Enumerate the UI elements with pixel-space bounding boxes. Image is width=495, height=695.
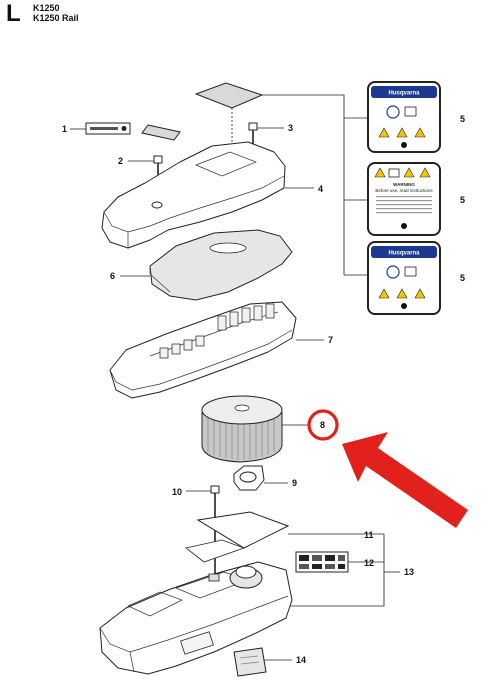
callout-4: 4 xyxy=(318,184,323,194)
callout-6: 6 xyxy=(110,271,115,281)
part-5-label-a[interactable]: Husqvarna xyxy=(367,81,441,153)
warning-subtitle: Before use, read instructions xyxy=(375,188,433,193)
section-letter: L xyxy=(6,0,21,27)
callout-7: 7 xyxy=(328,335,333,345)
callout-5c: 5 xyxy=(460,273,465,283)
part-11-base-housing[interactable] xyxy=(99,561,293,675)
callout-10: 10 xyxy=(172,487,182,497)
part-5-label-c[interactable]: Husqvarna xyxy=(367,241,441,315)
part-5-label-b[interactable]: WARNING Before use, read instructions xyxy=(367,162,441,236)
callout-9: 9 xyxy=(292,478,297,488)
highlight-arrow-icon xyxy=(342,432,468,528)
callout-14: 14 xyxy=(296,655,306,665)
brand-text: Husqvarna xyxy=(388,91,420,97)
callout-5b: 5 xyxy=(460,195,465,205)
part-8-air-filter[interactable] xyxy=(201,395,308,463)
callout-1: 1 xyxy=(62,124,67,134)
highlight-circle xyxy=(307,409,339,441)
model-name-rail: K1250 Rail xyxy=(33,13,79,23)
part-13-decal[interactable] xyxy=(295,551,349,573)
part-14-decal[interactable] xyxy=(233,647,292,677)
callout-11: 13 xyxy=(404,567,414,577)
part-6-prefilter[interactable] xyxy=(120,229,293,301)
callout-3: 3 xyxy=(288,123,293,133)
callout-5a: 5 xyxy=(460,114,465,124)
brand-text: Husqvarna xyxy=(388,251,420,257)
warning-title: WARNING xyxy=(393,182,415,187)
callout-12: 11 xyxy=(364,530,374,540)
part-1-decal[interactable] xyxy=(70,122,181,141)
part-4-cover[interactable] xyxy=(101,141,314,249)
part-7-filter-housing[interactable] xyxy=(109,301,324,399)
callout-8: 8 xyxy=(320,420,325,430)
part-12-sheet[interactable] xyxy=(185,511,290,563)
cover-top-sheet[interactable] xyxy=(194,82,264,109)
callout-2: 2 xyxy=(118,156,123,166)
part-9-gasket[interactable] xyxy=(233,465,288,491)
model-name: K1250 xyxy=(33,3,60,13)
callout-13: 12 xyxy=(364,558,374,568)
part-10-screw[interactable] xyxy=(186,485,220,576)
